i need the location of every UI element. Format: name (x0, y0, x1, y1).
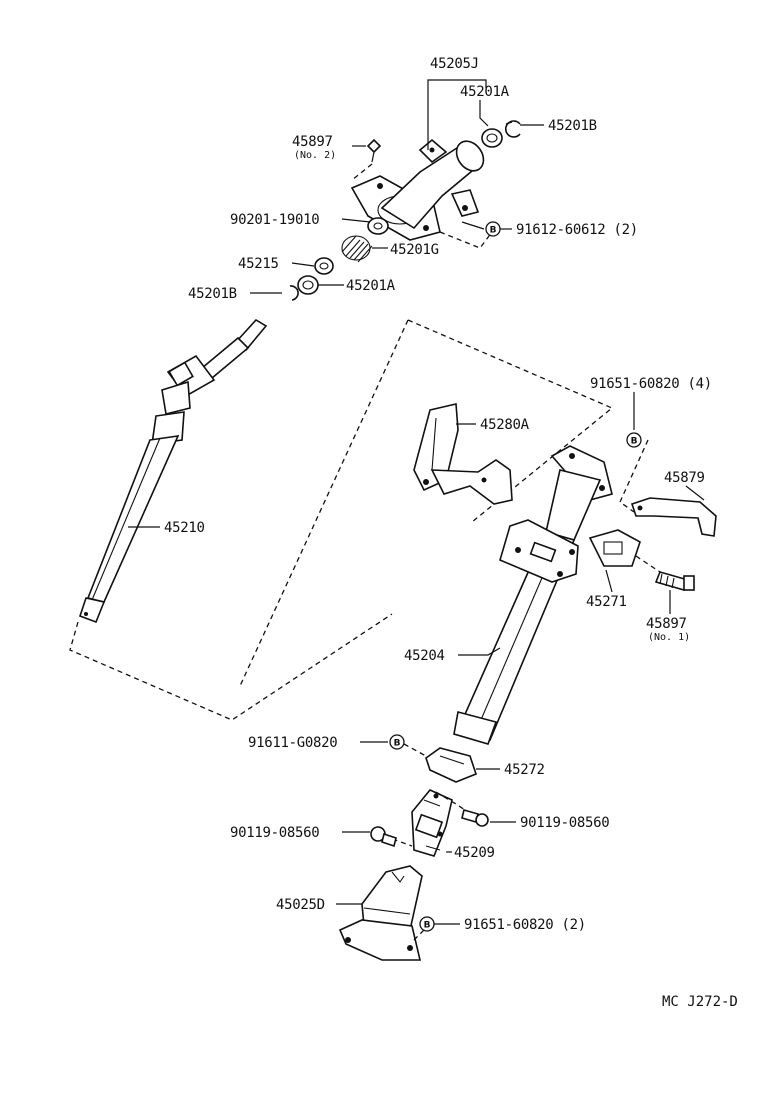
label-45201G: 45201G (390, 242, 439, 258)
badge-letter: B (631, 437, 638, 447)
bushing-45201A-lower (297, 275, 319, 295)
badge-b-91651-2: B (419, 916, 435, 932)
badge-letter: B (394, 739, 401, 749)
note-45897-no1: (No. 1) (648, 632, 690, 643)
snap-ring-45201B-lower (289, 285, 299, 301)
bolt-45897-no2 (366, 138, 382, 163)
brace-45879 (630, 497, 717, 537)
bushing-45201A-upper (481, 128, 503, 148)
label-45879: 45879 (664, 470, 705, 486)
label-91612-60612: 91612-60612 (2) (516, 222, 638, 238)
label-45025D: 45025D (276, 897, 325, 913)
diagram-code: MC J272-D (662, 994, 738, 1010)
badge-letter: B (424, 921, 431, 931)
label-91651-60820-2: 91651-60820 (2) (464, 917, 586, 933)
label-90119-08560-right: 90119-08560 (520, 815, 609, 831)
label-45271: 45271 (586, 594, 627, 610)
label-45201B-upper: 45201B (548, 118, 597, 134)
label-91611-G0820: 91611-G0820 (248, 735, 337, 751)
bolt-90119-08560-left (370, 826, 397, 848)
ring-45215 (314, 257, 334, 275)
joint-45209 (411, 789, 453, 857)
boot-45025D (338, 865, 423, 961)
badge-b-91612: B (485, 221, 501, 237)
badge-b-91651-4: B (626, 432, 642, 448)
snap-ring-45201B-upper (505, 120, 521, 138)
label-45209: 45209 (454, 845, 495, 861)
badge-b-91611: B (389, 734, 405, 750)
intermediate-shaft-45210 (78, 318, 268, 624)
column-tube-45204 (453, 445, 613, 745)
note-45897-no2: (No. 2) (294, 150, 336, 161)
label-91651-60820-4: 91651-60820 (4) (590, 376, 712, 392)
label-45201A-upper: 45201A (460, 84, 510, 100)
leader-lines (128, 79, 705, 925)
label-45210: 45210 (164, 520, 205, 536)
clamp-band-45272 (425, 747, 477, 783)
bracket-45271 (588, 529, 641, 567)
label-45201B-lower: 45201B (188, 286, 237, 302)
badge-letter: B (490, 226, 497, 236)
label-45205J: 45205J (430, 56, 479, 72)
bolt-45897-no1 (654, 571, 695, 591)
washer-90201-19010 (367, 217, 389, 235)
bolt-90119-08560-right (461, 809, 489, 827)
label-90119-08560-left: 90119-08560 (230, 825, 319, 841)
label-45280A: 45280A (480, 417, 530, 433)
label-45272: 45272 (504, 762, 545, 778)
clamp-45280A (413, 403, 513, 505)
label-90201-19010: 90201-19010 (230, 212, 319, 228)
spring-45201G (341, 235, 373, 263)
label-45215: 45215 (238, 256, 279, 272)
label-45204: 45204 (404, 648, 445, 664)
label-45201A-lower: 45201A (346, 278, 396, 294)
label-45897-no2: 45897 (292, 134, 333, 150)
upper-bracket-45205J (350, 138, 485, 241)
label-45897-no1: 45897 (646, 616, 687, 632)
